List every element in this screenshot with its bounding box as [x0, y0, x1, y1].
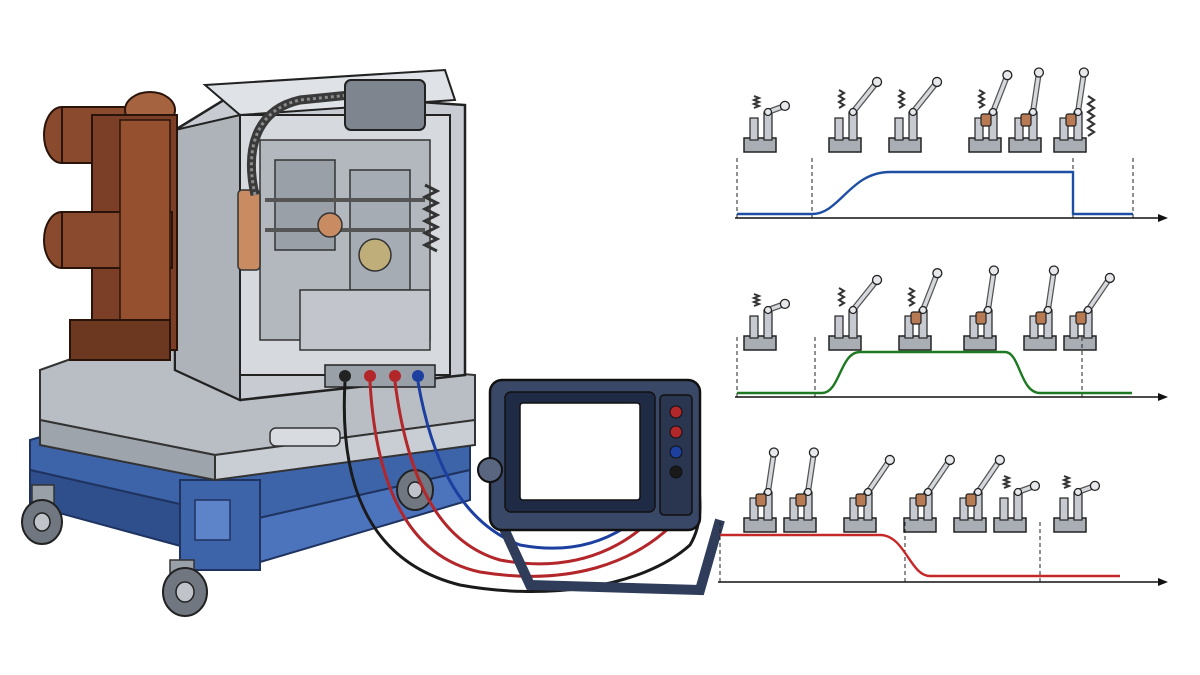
timing-row-row2 — [735, 265, 1168, 401]
mechanism-closing-icon — [898, 268, 943, 351]
mechanism-open-icon — [1053, 475, 1101, 533]
caster-wheel — [396, 469, 434, 511]
mechanism-opening-icon — [953, 454, 1006, 533]
mechanism-closed-icon — [743, 447, 780, 533]
mechanism-open-icon — [743, 293, 791, 351]
mechanism-opening-icon — [1063, 272, 1116, 351]
mechanism-open-icon — [993, 475, 1041, 533]
timing-diagrams — [718, 67, 1168, 586]
mechanism-closed-icon — [783, 447, 820, 533]
mechanism-closed-icon — [1023, 265, 1060, 351]
mechanism-closed-icon — [1008, 67, 1045, 153]
mechanism-open-icon — [743, 95, 791, 153]
waveform-opening — [720, 533, 1120, 578]
mechanism-charging-icon — [888, 76, 943, 153]
mechanism-closed-icon — [963, 265, 1000, 351]
axis-arrow-icon — [1158, 393, 1168, 401]
timing-analyzer — [477, 378, 725, 596]
mechanism-opening-icon — [903, 454, 956, 533]
circuit-breaker — [21, 68, 476, 617]
timing-row-row3 — [718, 447, 1168, 586]
vacuum-pole — [43, 91, 178, 361]
axis-arrow-icon — [1158, 578, 1168, 586]
axis-arrow-icon — [1158, 214, 1168, 222]
analyzer-screen — [519, 402, 641, 501]
timing-row-row1 — [735, 67, 1168, 222]
waveform-close-open — [737, 350, 1132, 395]
caster-wheel — [162, 559, 208, 617]
mechanism-charging-icon — [828, 274, 883, 351]
waveform-closing — [737, 170, 1133, 216]
mechanism-closed-icon — [1053, 67, 1096, 153]
caster-wheel — [21, 484, 63, 545]
mechanism-charging-icon — [828, 76, 883, 153]
mechanism-opening-icon — [843, 454, 896, 533]
mechanism-housing — [173, 68, 467, 402]
mechanism-closing-icon — [968, 70, 1013, 153]
